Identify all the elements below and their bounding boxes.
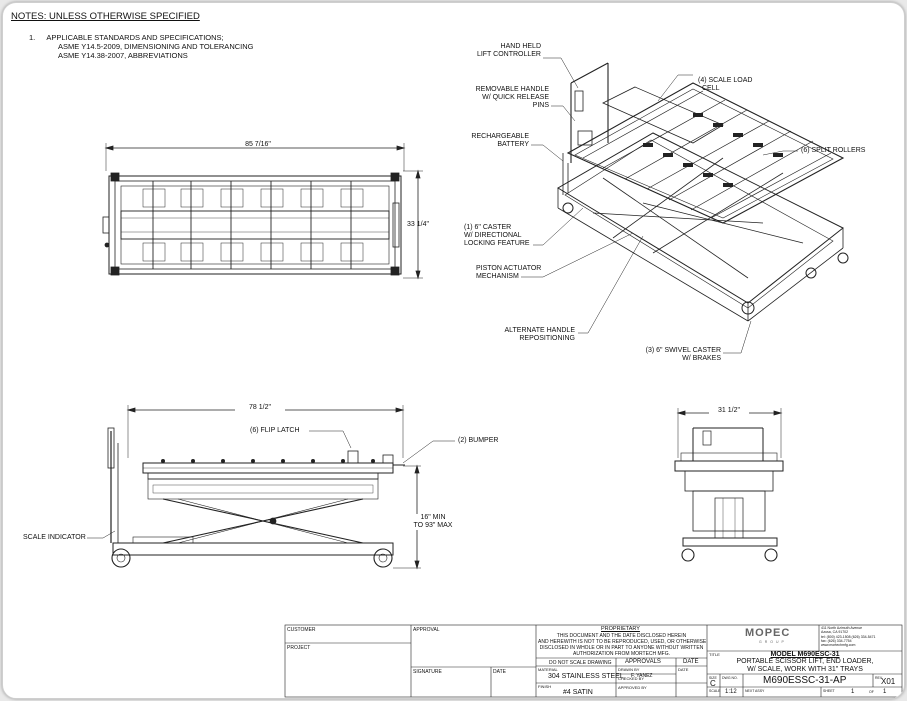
tb-date-label: DATE bbox=[493, 669, 506, 675]
top-view bbox=[102, 143, 423, 280]
tb-sheet-number: 1 bbox=[851, 689, 855, 695]
tb-drawn-by: F. YANEZ bbox=[631, 673, 653, 679]
tb-material-label: MATERIAL bbox=[538, 667, 558, 672]
tb-drawn-by-label: DRAWN BY bbox=[618, 667, 640, 672]
tb-proprietary-title: PROPRIETARY bbox=[601, 626, 640, 632]
top-width-dimension: 33 1/4" bbox=[407, 221, 429, 228]
top-length-dimension: 85 7/16" bbox=[245, 141, 271, 148]
callout-flip-latch: (6) FLIP LATCH bbox=[250, 427, 300, 434]
tb-proprietary-text: THIS DOCUMENT AND THE DATE DISCLOSED HER… bbox=[538, 633, 707, 657]
tb-size-value: C bbox=[710, 679, 716, 688]
tb-approved-by-label: APPROVED BY bbox=[618, 685, 647, 690]
general-notes: NOTES: UNLESS OTHERWISE SPECIFIED 1. APP… bbox=[11, 11, 253, 60]
tb-customer-label: CUSTOMER bbox=[287, 627, 316, 633]
notes-item-1: 1. APPLICABLE STANDARDS AND SPECIFICATIO… bbox=[11, 33, 253, 42]
end-view bbox=[674, 408, 784, 562]
tb-model: MODEL M690ESC-31 bbox=[770, 651, 840, 658]
drawing-views bbox=[87, 57, 903, 698]
notes-header: NOTES: UNLESS OTHERWISE SPECIFIED bbox=[11, 11, 200, 22]
side-view bbox=[87, 405, 455, 570]
callout-bumper: (2) BUMPER bbox=[458, 437, 499, 444]
tb-dwg-no-label: DWG NO. bbox=[722, 676, 738, 680]
tb-scale-value: 1:12 bbox=[725, 689, 737, 695]
end-width-dimension: 31 1/2" bbox=[709, 407, 749, 415]
tb-revision: X01 bbox=[881, 677, 896, 686]
tb-sheet-label: SHEET bbox=[823, 689, 835, 693]
tb-drawing-number: M690ESSC-31-AP bbox=[763, 675, 847, 686]
tb-signature-label: SIGNATURE bbox=[413, 669, 442, 675]
tb-checked-by-label: CHECKED BY bbox=[618, 676, 645, 681]
notes-item-text: APPLICABLE STANDARDS AND SPECIFICATIONS; bbox=[46, 33, 224, 42]
tb-do-not-scale: DO NOT SCALE DRAWING bbox=[549, 660, 612, 666]
side-length-dimension: 78 1/2" bbox=[235, 404, 285, 412]
notes-standard-1: ASME Y14.5-2009, DIMENSIONING AND TOLERA… bbox=[58, 42, 254, 51]
title-block-grid bbox=[284, 624, 903, 698]
callout-split-rollers: (6) SPLIT ROLLERS bbox=[801, 147, 866, 154]
isometric-view bbox=[521, 57, 849, 354]
tb-sheet-total: 1 bbox=[883, 689, 887, 695]
tb-size-label: SIZE bbox=[709, 676, 717, 680]
tb-rev-label: REV bbox=[875, 676, 883, 680]
tb-approvals-header: APPROVALS bbox=[625, 659, 661, 665]
tb-date-column: DATE bbox=[683, 659, 699, 665]
company-logo-sub: GROUP bbox=[759, 640, 787, 644]
tb-next-assy-label: NEXT ASSY bbox=[745, 689, 765, 693]
tb-approval-label: APPROVAL bbox=[413, 627, 440, 633]
tb-material-value: 304 STAINLESS STEEL bbox=[548, 673, 624, 680]
company-logo: MOPEC bbox=[745, 627, 791, 639]
tb-of-label: OF bbox=[869, 690, 874, 694]
notes-standard-2: ASME Y14.38-2007, ABBREVIATIONS bbox=[58, 51, 188, 60]
notes-item-number: 1. bbox=[29, 33, 36, 42]
company-address: 411 North Azimuth Avenue Azusa, CA 91702… bbox=[821, 626, 876, 648]
tb-project-label: PROJECT bbox=[287, 645, 311, 651]
tb-description: PORTABLE SCISSOR LIFT, END LOADER, W/ SC… bbox=[736, 658, 874, 673]
tb-title-label: TITLE bbox=[709, 652, 720, 657]
tb-scale-label: SCALE bbox=[709, 689, 721, 693]
tb-date-label-2: DATE bbox=[678, 667, 689, 672]
tb-finish-value: #4 SATIN bbox=[563, 689, 593, 696]
callout-scale-indicator: SCALE INDICATOR bbox=[23, 534, 86, 541]
tb-finish-label: FINISH bbox=[538, 684, 552, 689]
